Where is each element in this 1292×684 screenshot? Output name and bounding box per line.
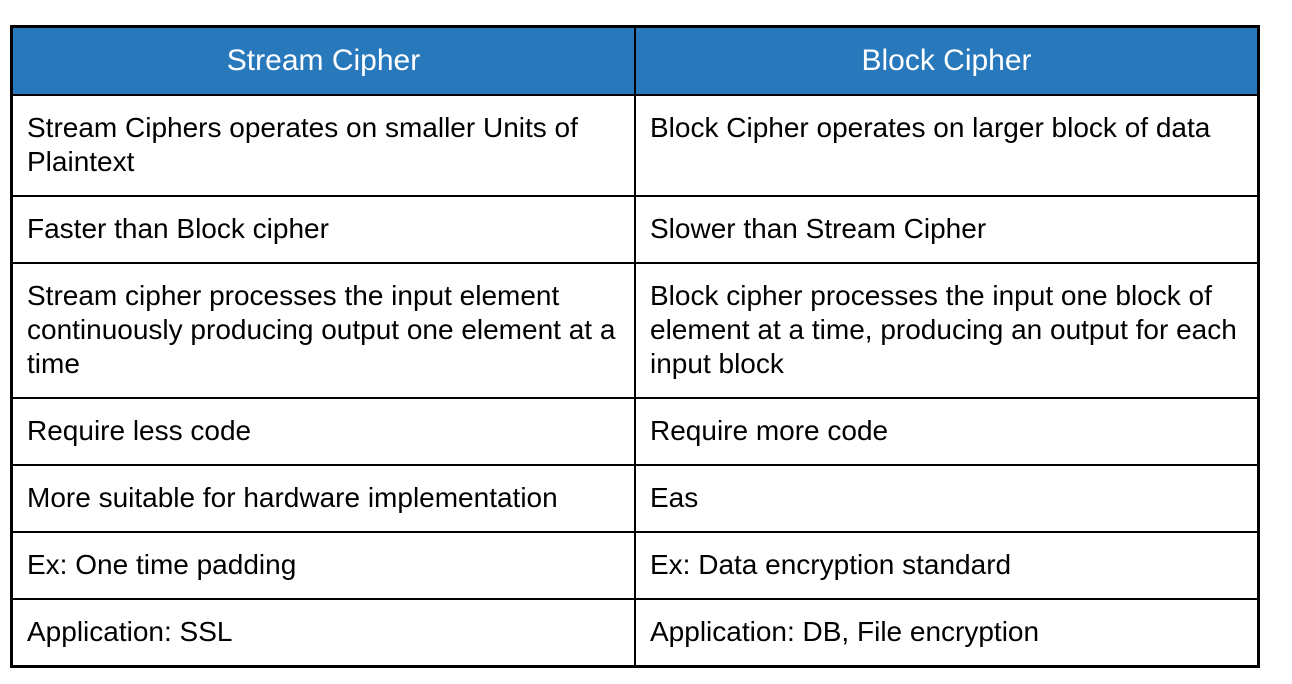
cipher-comparison-table: Stream Cipher Block Cipher Stream Cipher… bbox=[10, 25, 1260, 668]
header-block-cipher: Block Cipher bbox=[634, 25, 1260, 96]
cell-stream-processing: Stream cipher processes the input elemen… bbox=[10, 262, 636, 399]
cell-block-processing: Block cipher processes the input one blo… bbox=[634, 262, 1260, 399]
cell-stream-code: Require less code bbox=[10, 397, 636, 466]
cell-stream-suitability: More suitable for hardware implementatio… bbox=[10, 464, 636, 533]
header-row: Stream Cipher Block Cipher bbox=[10, 25, 1260, 96]
table-row: Require less code Require more code bbox=[10, 397, 1260, 466]
table-row: Application: SSL Application: DB, File e… bbox=[10, 598, 1260, 668]
table-row: Faster than Block cipher Slower than Str… bbox=[10, 195, 1260, 264]
cell-block-example: Ex: Data encryption standard bbox=[634, 531, 1260, 600]
cell-block-speed: Slower than Stream Cipher bbox=[634, 195, 1260, 264]
cell-block-operates: Block Cipher operates on larger block of… bbox=[634, 94, 1260, 197]
cell-stream-example: Ex: One time padding bbox=[10, 531, 636, 600]
cell-block-suitability: Eas bbox=[634, 464, 1260, 533]
table-row: Ex: One time padding Ex: Data encryption… bbox=[10, 531, 1260, 600]
cell-stream-application: Application: SSL bbox=[10, 598, 636, 668]
table-row: More suitable for hardware implementatio… bbox=[10, 464, 1260, 533]
cell-stream-operates: Stream Ciphers operates on smaller Units… bbox=[10, 94, 636, 197]
table-row: Stream cipher processes the input elemen… bbox=[10, 262, 1260, 399]
cell-stream-speed: Faster than Block cipher bbox=[10, 195, 636, 264]
cell-block-application: Application: DB, File encryption bbox=[634, 598, 1260, 668]
cell-block-code: Require more code bbox=[634, 397, 1260, 466]
table-row: Stream Ciphers operates on smaller Units… bbox=[10, 94, 1260, 197]
header-stream-cipher: Stream Cipher bbox=[10, 25, 636, 96]
